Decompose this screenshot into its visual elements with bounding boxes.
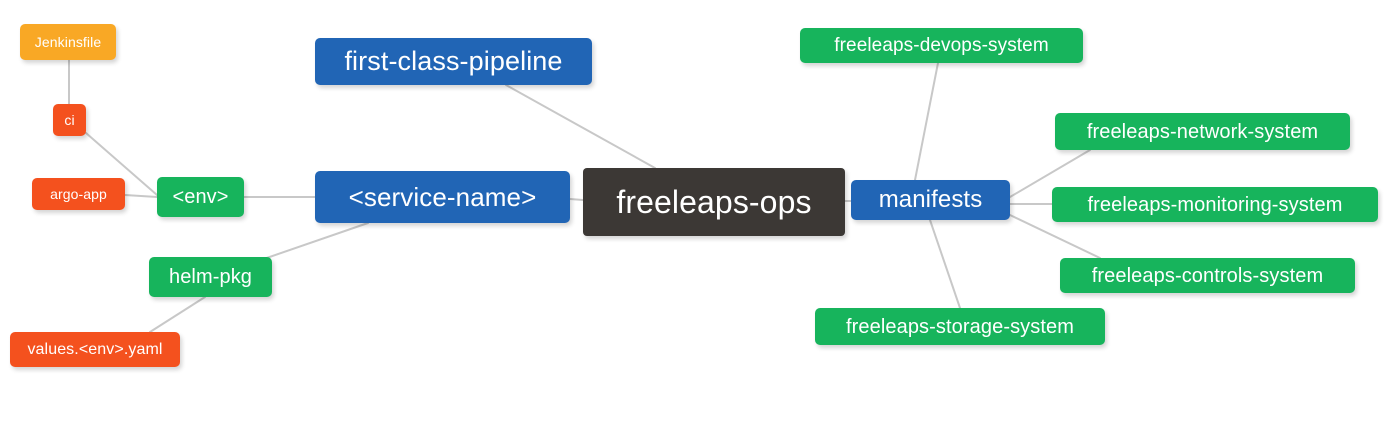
node-label: freeleaps-network-system [1086,120,1319,143]
node-label: argo-app [50,186,107,202]
edge-manifests-to-freeleaps-storage-system [929,219,961,309]
edge-service-name-to-freeleaps-ops [569,198,584,201]
node-label: freeleaps-ops [616,184,812,220]
node-freeleaps-devops-system[interactable]: freeleaps-devops-system [800,28,1083,63]
edge-values-env-yaml-to-helm-pkg [149,296,206,333]
node-label: first-class-pipeline [344,46,563,76]
node-label: Jenkinsfile [34,34,102,50]
edge-manifests-to-freeleaps-devops-system [914,62,939,181]
node-jenkinsfile[interactable]: Jenkinsfile [20,24,116,60]
node-label: freeleaps-monitoring-system [1087,193,1343,216]
node-label: values.<env>.yaml [27,340,163,358]
node-freeleaps-storage-system[interactable]: freeleaps-storage-system [815,308,1105,345]
node-label: freeleaps-storage-system [845,315,1075,338]
node-first-class-pipeline[interactable]: first-class-pipeline [315,38,592,85]
node-values-env-yaml[interactable]: values.<env>.yaml [10,332,180,367]
node-label: freeleaps-devops-system [834,35,1049,56]
edge-first-class-pipeline-to-freeleaps-ops [505,84,656,169]
node-helm-pkg[interactable]: helm-pkg [149,257,272,297]
node-ci[interactable]: ci [53,104,86,136]
node-label: ci [64,112,75,128]
node-manifests[interactable]: manifests [851,180,1010,220]
node-service-name[interactable]: <service-name> [315,171,570,223]
node-label: helm-pkg [168,266,253,288]
node-label: freeleaps-controls-system [1091,264,1324,287]
node-label: <env> [172,186,229,208]
node-freeleaps-ops[interactable]: freeleaps-ops [583,168,845,236]
edge-argo-app-to-env [124,194,158,198]
node-env[interactable]: <env> [157,177,244,217]
node-freeleaps-network-system[interactable]: freeleaps-network-system [1055,113,1350,150]
node-label: <service-name> [348,182,537,212]
node-label: manifests [878,186,983,213]
node-argo-app[interactable]: argo-app [32,178,125,210]
node-freeleaps-monitoring-system[interactable]: freeleaps-monitoring-system [1052,187,1378,222]
node-freeleaps-controls-system[interactable]: freeleaps-controls-system [1060,258,1355,293]
edge-helm-pkg-to-service-name [254,222,369,263]
